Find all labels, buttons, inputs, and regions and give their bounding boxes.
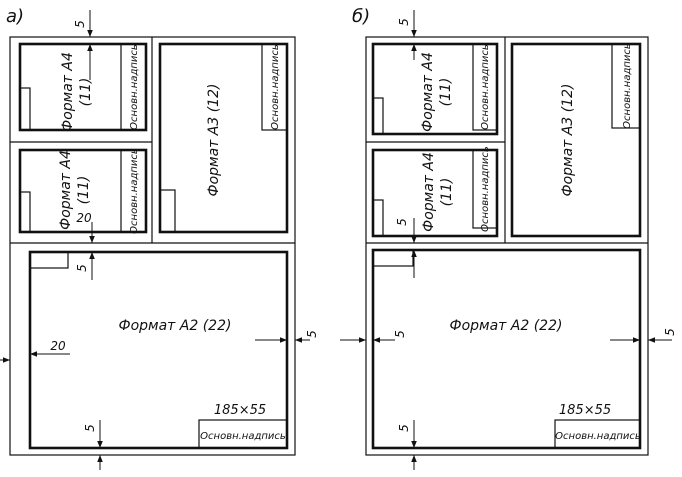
svg-text:Формат А4: Формат А4 [421, 152, 437, 232]
panel-b-dimensions: 5 5 5 5 5 [340, 10, 677, 470]
svg-text:20: 20 [50, 339, 66, 353]
panel-b-a3: Формат А3 (12) Основн.надпись [510, 42, 642, 238]
panel-b-a4-top: Формат А4 (11) Основн.надпись [371, 42, 499, 136]
svg-text:Формат А4: Формат А4 [420, 52, 436, 132]
svg-text:Основн.надпись: Основн.надпись [555, 431, 641, 442]
svg-text:5: 5 [397, 424, 411, 432]
svg-text:20: 20 [76, 211, 92, 225]
svg-text:Основн.надпись: Основн.надпись [622, 43, 633, 129]
svg-text:5: 5 [305, 330, 319, 338]
svg-text:5: 5 [73, 20, 87, 28]
svg-text:Формат А4: Формат А4 [60, 52, 76, 132]
svg-text:Основн.надпись: Основн.надпись [129, 148, 140, 234]
svg-text:Основн.надпись: Основн.надпись [200, 431, 286, 442]
svg-text:5: 5 [663, 328, 677, 336]
panel-b: б) Формат А4 (11) Основн.надпись Формат … [340, 6, 677, 470]
svg-text:Основн.надпись: Основн.надпись [270, 44, 281, 130]
panel-b-tag: б) [352, 6, 370, 27]
panel-a-tag: а) [6, 6, 24, 27]
svg-text:(11): (11) [76, 176, 92, 205]
svg-text:Формат А2 (22): Формат А2 (22) [450, 318, 563, 334]
panel-a-dimensions: 5 20 5 20 5 5 [0, 10, 319, 470]
svg-text:185×55: 185×55 [559, 403, 611, 418]
svg-text:5: 5 [83, 424, 97, 432]
panel-a: а) Формат А4 (11) Основн.надпись Формат … [0, 6, 319, 470]
title-block [198, 419, 288, 449]
svg-text:(11): (11) [439, 178, 455, 207]
panel-a-a2: Формат А2 (22) 185×55 Основн.надпись [28, 250, 289, 450]
svg-text:Основн.надпись: Основн.надпись [480, 146, 491, 232]
svg-text:5: 5 [75, 264, 89, 272]
svg-text:Формат А3 (12): Формат А3 (12) [560, 84, 576, 197]
panel-b-a4-bottom: Формат А4 (11) Основн.надпись [371, 146, 499, 238]
panel-a-a3: Формат А3 (12) Основн.надпись [158, 42, 289, 234]
svg-text:Формат А4: Формат А4 [58, 150, 74, 230]
svg-text:Основн.надпись: Основн.надпись [480, 44, 491, 130]
svg-text:5: 5 [393, 330, 407, 338]
svg-text:(11): (11) [78, 78, 94, 107]
panel-b-sheet [365, 36, 649, 456]
svg-text:5: 5 [395, 218, 409, 226]
panel-a-a4-bottom: Формат А4 (11) Основн.надпись [18, 148, 148, 234]
svg-text:Основн.надпись: Основн.надпись [129, 44, 140, 130]
svg-text:(11): (11) [438, 78, 454, 107]
svg-text:5: 5 [397, 18, 411, 26]
svg-text:Формат А3 (12): Формат А3 (12) [206, 84, 222, 197]
panel-b-a2: Формат А2 (22) 185×55 Основн.надпись [371, 248, 642, 450]
svg-text:185×55: 185×55 [214, 403, 266, 418]
title-block [120, 43, 147, 131]
svg-text:Формат А2 (22): Формат А2 (22) [119, 318, 232, 334]
panel-a-a4-top: Формат А4 (11) Основн.надпись [18, 42, 148, 132]
